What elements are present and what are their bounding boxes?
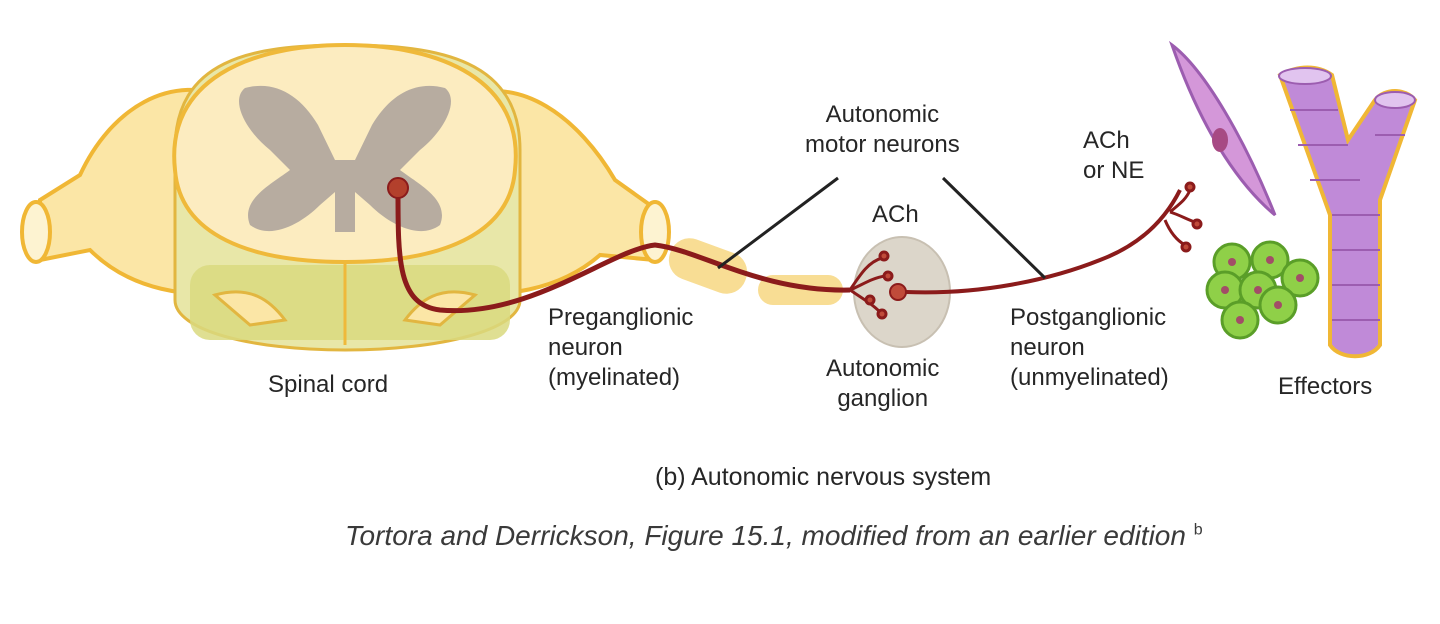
left-rootlets (211, 290, 288, 327)
postganglionic-cell-body (889, 283, 907, 301)
ach-or-ne-label: ACh or NE (1083, 127, 1145, 184)
preganglionic-terminals (848, 250, 894, 320)
ach-ganglion-label: ACh (872, 201, 919, 228)
gland-nuclei (1221, 256, 1304, 324)
postganglionic-axon (905, 189, 1182, 295)
credit-superscript: b (1193, 521, 1203, 539)
figure-caption: (b) Autonomic nervous system (655, 463, 992, 491)
left-nerve-end (20, 200, 52, 264)
vessel-rings (1290, 109, 1405, 321)
myelin-segment-1 (668, 238, 748, 294)
preganglionic-cell-body (387, 177, 409, 199)
vessel-opening-right (1374, 91, 1416, 109)
effectors-label: Effectors (1278, 373, 1373, 400)
preganglionic-neuron-label: Preganglionic neuron (myelinated) (548, 304, 694, 391)
leader-line-postganglionic (941, 176, 1047, 280)
smooth-muscle-nucleus (1212, 128, 1228, 152)
postganglionic-neuron-label: Postganglionic neuron (unmyelinated) (1010, 304, 1169, 391)
autonomic-ganglion-label: Autonomic ganglion (826, 355, 940, 412)
vessel-opening-left (1278, 67, 1332, 85)
preganglionic-axon (395, 191, 851, 314)
leader-line-preganglionic (717, 176, 839, 270)
spinal-cord (172, 42, 522, 352)
right-nerve-end (639, 200, 671, 264)
credit-text: Tortora and Derrickson, Figure 15.1, mod… (345, 520, 1186, 551)
autonomic-pathway-diagram (20, 40, 1418, 359)
spinal-cord-label: Spinal cord (268, 371, 389, 398)
postganglionic-terminals (1163, 181, 1203, 253)
autonomic-motor-neurons-label: Autonomic motor neurons (805, 101, 960, 158)
figure-credit: Tortora and Derrickson, Figure 15.1, mod… (345, 520, 1203, 552)
